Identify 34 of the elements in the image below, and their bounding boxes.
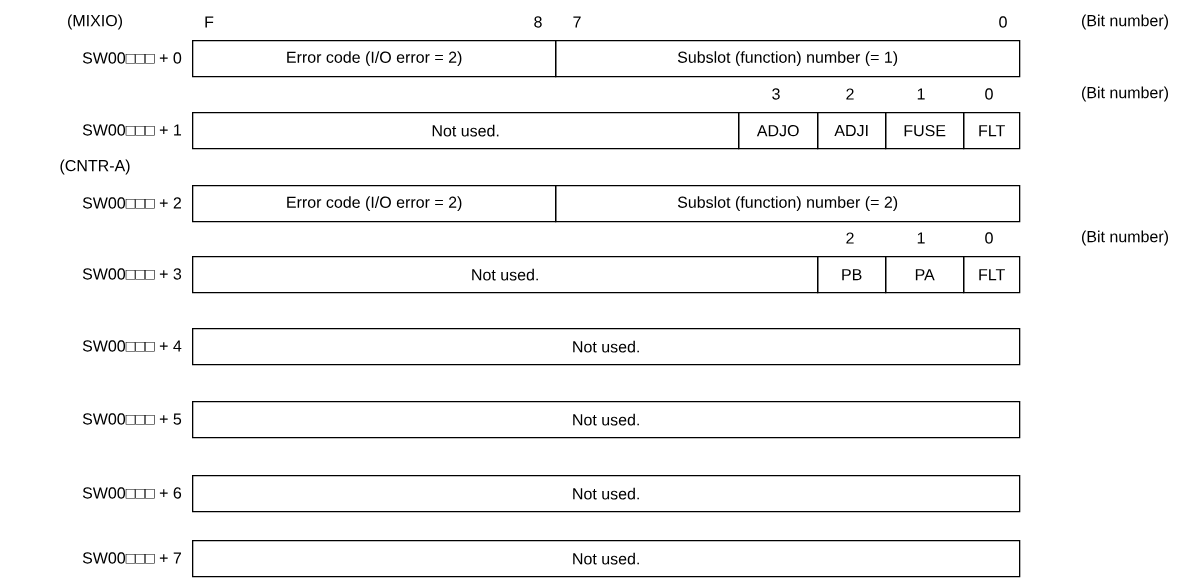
- bit-field-cell: PA: [885, 256, 965, 294]
- register-field-cell: Error code (I/O error = 2): [192, 40, 557, 78]
- bit-field-cell: FUSE: [885, 112, 965, 150]
- bit-field-cell: ADJO: [738, 112, 819, 150]
- register-field-cell: Not used.: [192, 540, 1021, 578]
- register-field-cell: Subslot (function) number (= 1): [555, 40, 1021, 78]
- bit-number: 3: [772, 88, 780, 100]
- register-group-label: (MIXIO): [68, 14, 123, 30]
- bit-field-cell: ADJI: [817, 112, 887, 150]
- register-field-cell: Not used.: [192, 475, 1021, 513]
- bit-number-note: (Bit number): [1082, 14, 1168, 30]
- bit-number: 0: [985, 88, 993, 100]
- register-field-cell: Subslot (function) number (= 2): [555, 185, 1021, 223]
- bit-field-cell: FLT: [963, 256, 1021, 294]
- register-label: SW00□□□ + 6: [82, 487, 182, 499]
- register-group-label: (CNTR-A): [60, 159, 130, 175]
- register-field-cell: Not used.: [192, 401, 1021, 439]
- bit-number: 2: [846, 88, 854, 100]
- bit-field-cell: PB: [817, 256, 887, 294]
- bit-number: 1: [917, 88, 925, 100]
- register-field-cell: Not used.: [192, 112, 740, 150]
- register-field-cell: Not used.: [192, 256, 819, 294]
- bit-number: 7: [573, 16, 581, 28]
- register-label: SW00□□□ + 7: [82, 552, 181, 564]
- bit-number: 8: [534, 16, 542, 28]
- register-field-cell: Error code (I/O error = 2): [192, 185, 557, 223]
- bit-number: 2: [846, 232, 854, 244]
- bit-field-cell: FLT: [963, 112, 1021, 150]
- bit-number: 0: [985, 232, 993, 244]
- bit-number: 1: [917, 232, 925, 244]
- bit-number-note: (Bit number): [1082, 230, 1168, 246]
- bit-number-note: (Bit number): [1082, 86, 1168, 102]
- register-field-cell: Not used.: [192, 328, 1021, 366]
- register-label: SW00□□□ + 3: [82, 268, 182, 280]
